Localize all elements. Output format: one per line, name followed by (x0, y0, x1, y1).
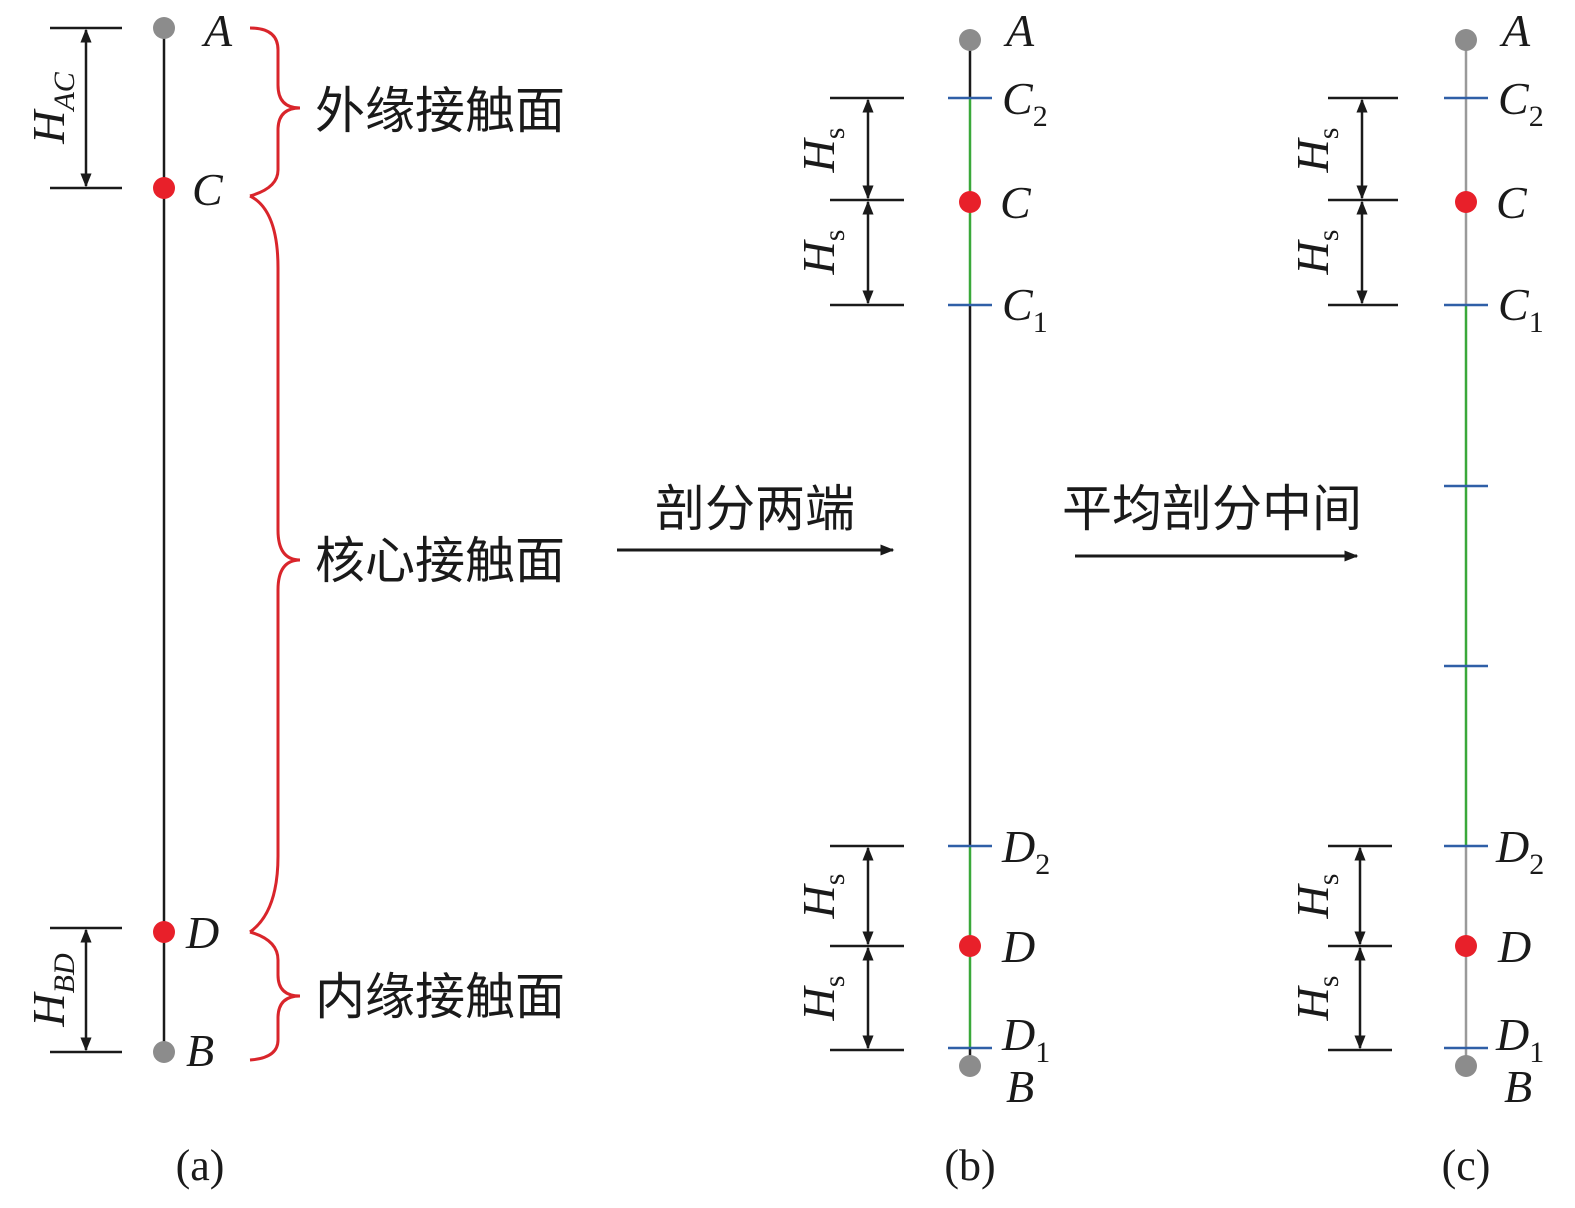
hs-c-label-3: Hs (1287, 874, 1345, 920)
point-b (153, 1041, 175, 1063)
label-c-c: C (1496, 177, 1528, 228)
point-b-d (959, 935, 981, 957)
hs-b-label-2: Hs (793, 230, 851, 276)
hs-c-label-1: Hs (1287, 128, 1345, 174)
hbd-label: HBD (23, 953, 81, 1028)
svg-text:Hs: Hs (1287, 976, 1345, 1022)
svg-text:Hs: Hs (793, 976, 851, 1022)
panel-a: A C D B HAC HBD 外缘接触面 核心接触面 内缘接触面 (a) (23, 5, 565, 1190)
point-c-d (1455, 935, 1477, 957)
svg-text:Hs: Hs (793, 230, 851, 276)
brace-label-core: 核心接触面 (315, 532, 565, 590)
point-c-a (1455, 29, 1477, 51)
label-c-b: B (1504, 1061, 1532, 1112)
label-c-c1: C1 (1498, 279, 1544, 339)
brace-core (249, 194, 301, 934)
svg-text:HAC: HAC (23, 71, 81, 145)
label-b-d1: D1 (1001, 1009, 1050, 1069)
svg-text:Hs: Hs (1287, 874, 1345, 920)
brace-outer (249, 26, 301, 198)
point-b-a (959, 29, 981, 51)
label-c-d: D (1497, 921, 1531, 972)
svg-text:HBD: HBD (23, 953, 81, 1028)
point-d (153, 921, 175, 943)
label-b-c1: C1 (1002, 279, 1048, 339)
label-b-c2: C2 (1002, 73, 1048, 133)
brace-inner (249, 930, 301, 1062)
point-b-b (959, 1055, 981, 1077)
label-b: B (186, 1025, 214, 1076)
brace-label-inner: 内缘接触面 (315, 968, 565, 1026)
transition-arrow-2: 平均剖分中间 (1062, 480, 1362, 562)
caption-c: (c) (1442, 1141, 1491, 1190)
point-c (153, 177, 175, 199)
label-b-d: D (1001, 921, 1035, 972)
caption-a: (a) (176, 1141, 225, 1190)
point-a (153, 17, 175, 39)
point-c-c (1455, 191, 1477, 213)
svg-text:Hs: Hs (793, 128, 851, 174)
hs-b-label-1: Hs (793, 128, 851, 174)
label-b-a: A (1003, 5, 1035, 56)
hs-b-label-3: Hs (793, 874, 851, 920)
label-c-c2: C2 (1498, 73, 1544, 133)
panel-c: A C2 C C1 D2 D D1 B Hs Hs Hs Hs (c) (1287, 5, 1544, 1190)
svg-text:Hs: Hs (1287, 230, 1345, 276)
hs-b-label-4: Hs (793, 976, 851, 1022)
label-a: A (201, 5, 233, 56)
label-b-b: B (1006, 1061, 1034, 1112)
transition-label-1: 剖分两端 (655, 480, 855, 538)
label-c-a: A (1499, 5, 1531, 56)
hs-c-label-2: Hs (1287, 230, 1345, 276)
label-c-d1: D1 (1495, 1009, 1544, 1069)
svg-text:Hs: Hs (793, 874, 851, 920)
label-b-d2: D2 (1001, 821, 1050, 881)
transition-label-2: 平均剖分中间 (1062, 480, 1362, 538)
point-c-b (1455, 1055, 1477, 1077)
label-b-c: C (1000, 177, 1032, 228)
hs-c-label-4: Hs (1287, 976, 1345, 1022)
label-c: C (192, 164, 224, 215)
brace-label-outer: 外缘接触面 (315, 82, 565, 140)
caption-b: (b) (944, 1141, 995, 1190)
svg-text:Hs: Hs (1287, 128, 1345, 174)
hac-label: HAC (23, 71, 81, 145)
transition-arrow-1: 剖分两端 (617, 480, 895, 556)
point-b-c (959, 191, 981, 213)
label-d: D (185, 907, 219, 958)
label-c-d2: D2 (1495, 821, 1544, 881)
panel-b: A C2 C C1 D2 D D1 B Hs Hs Hs Hs (b) (793, 5, 1050, 1190)
